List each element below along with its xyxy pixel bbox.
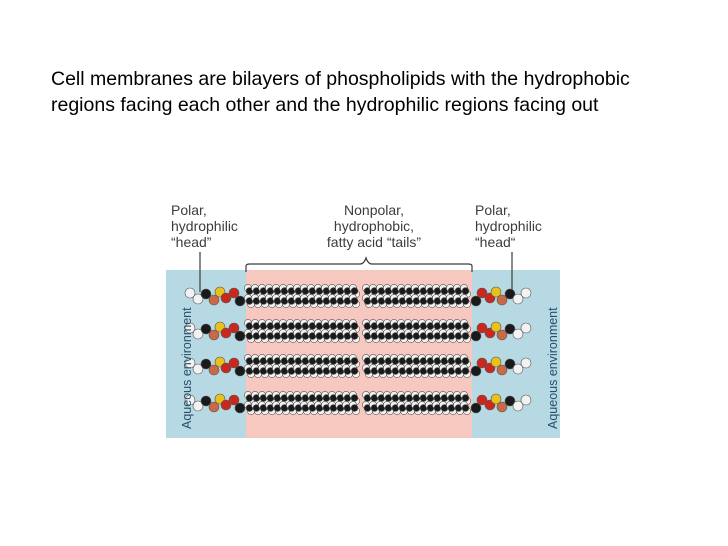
atom: [520, 357, 532, 369]
atom: [461, 367, 470, 375]
atom: [461, 287, 470, 295]
atom: [200, 358, 212, 370]
atom: [476, 357, 488, 369]
atom: [350, 287, 359, 295]
atom: [208, 364, 220, 376]
label-polar-head-left: Polar, hydrophilic “head”: [171, 202, 238, 250]
tails-bracket: [245, 256, 473, 272]
atom: [184, 287, 196, 299]
atom: [504, 358, 516, 370]
slide-body-text: Cell membranes are bilayers of phospholi…: [51, 68, 630, 116]
label-nonpolar-tails: Nonpolar, hydrophobic, fatty acid “tails…: [326, 202, 422, 250]
atom: [220, 327, 232, 339]
atom: [512, 328, 524, 340]
atom: [192, 328, 204, 340]
phospholipid-bilayer-figure: Polar, hydrophilic “head” Nonpolar, hydr…: [160, 192, 568, 444]
atom: [350, 297, 359, 305]
atom: [234, 295, 246, 307]
atom: [234, 365, 246, 377]
atom: [461, 404, 470, 412]
atom: [461, 297, 470, 305]
atom: [470, 295, 482, 307]
atom: [520, 394, 532, 406]
atom: [461, 322, 470, 330]
atom: [234, 402, 246, 414]
atom: [476, 394, 488, 406]
atom: [220, 292, 232, 304]
atom: [490, 393, 502, 405]
atom: [504, 323, 516, 335]
atom: [350, 322, 359, 330]
atom: [208, 329, 220, 341]
atom: [184, 394, 196, 406]
atom: [350, 332, 359, 340]
atom: [504, 395, 516, 407]
atom: [512, 363, 524, 375]
atom: [490, 321, 502, 333]
atom: [490, 286, 502, 298]
atom: [350, 394, 359, 402]
atom: [200, 323, 212, 335]
aqueous-label-right: Aqueous environment: [546, 307, 560, 429]
atom: [512, 400, 524, 412]
label-polar-head-right: Polar, hydrophilic “head“: [475, 202, 542, 250]
atom: [496, 401, 508, 413]
atom: [220, 399, 232, 411]
atom: [192, 400, 204, 412]
atom: [200, 395, 212, 407]
phospholipid-molecules: [184, 284, 532, 415]
atom: [461, 332, 470, 340]
atom: [476, 322, 488, 334]
atom: [470, 402, 482, 414]
atom: [228, 287, 240, 299]
atom: [512, 293, 524, 305]
atom: [208, 294, 220, 306]
atom: [490, 356, 502, 368]
aqueous-label-left: Aqueous environment: [180, 307, 194, 429]
atom: [476, 287, 488, 299]
bilayer-diagram: [166, 252, 560, 438]
atom: [520, 322, 532, 334]
atom: [461, 357, 470, 365]
atom: [228, 357, 240, 369]
atom: [192, 293, 204, 305]
atom: [461, 394, 470, 402]
atom: [520, 287, 532, 299]
atom: [234, 330, 246, 342]
atom: [470, 330, 482, 342]
atom: [504, 288, 516, 300]
atom: [470, 365, 482, 377]
atom: [496, 294, 508, 306]
atom: [350, 404, 359, 412]
atom: [192, 363, 204, 375]
atom: [228, 322, 240, 334]
atom: [208, 401, 220, 413]
atom: [184, 322, 196, 334]
atom: [496, 329, 508, 341]
atom: [496, 364, 508, 376]
atom: [350, 367, 359, 375]
atom: [350, 357, 359, 365]
atom: [200, 288, 212, 300]
atom: [184, 357, 196, 369]
atom: [220, 362, 232, 374]
atom: [228, 394, 240, 406]
